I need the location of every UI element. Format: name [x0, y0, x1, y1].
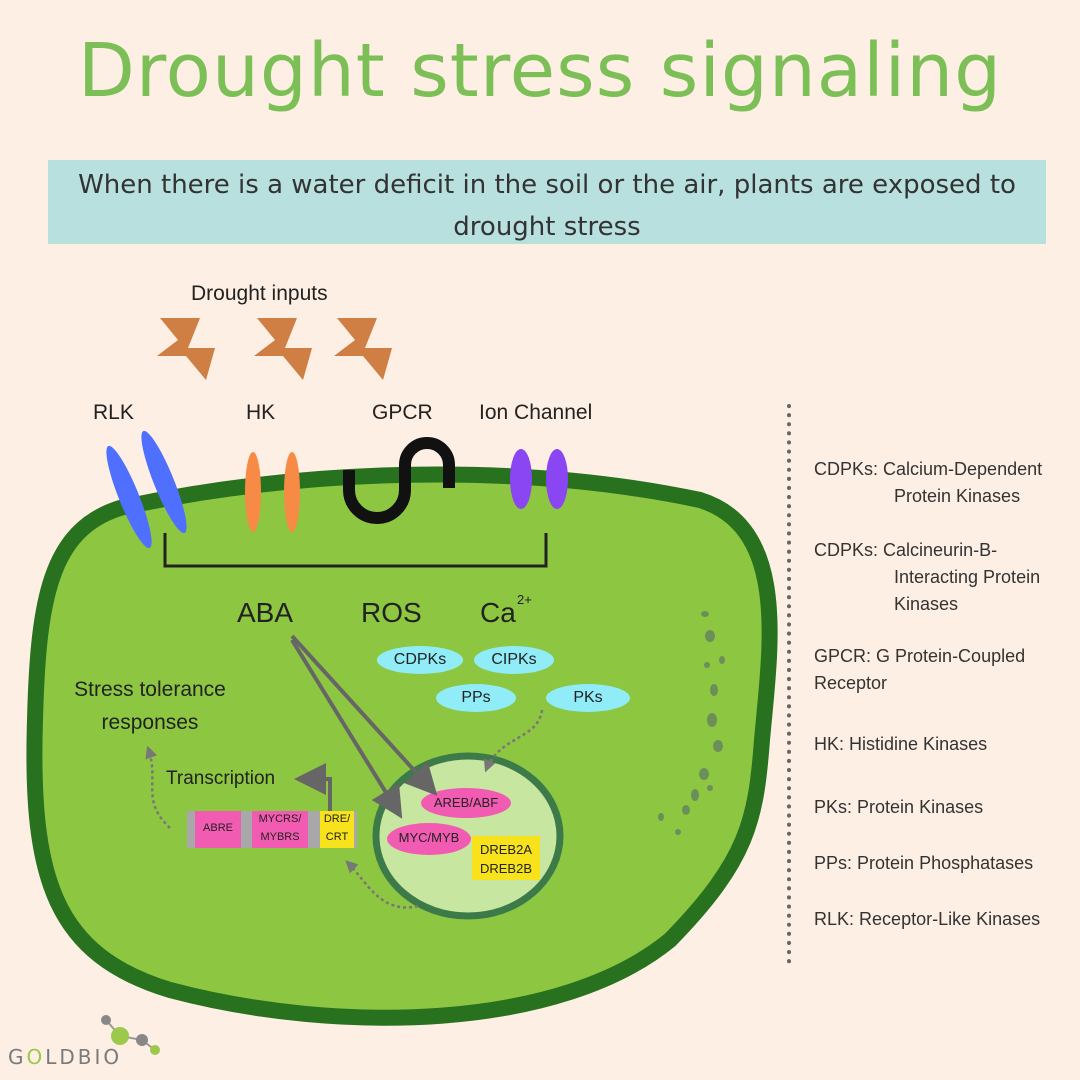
dreb2b-label: DREB2B: [479, 861, 533, 876]
legend-def: Interacting Protein: [894, 567, 1041, 587]
aba-arrow-1: [290, 634, 438, 796]
legend-item: GPCR: G Protein-Coupled Receptor: [814, 643, 1025, 697]
response-arrow: [145, 745, 171, 829]
nucleus-to-promoter-arrow: [345, 860, 419, 909]
myc-myb-label: MYC/MYB: [398, 830, 460, 845]
calcium-charge: 2+: [517, 592, 532, 607]
legend-def: Protein Kinases: [894, 486, 1021, 506]
legend-item: RLK: Receptor-Like Kinases: [814, 906, 1040, 933]
legend-abbr: PKs:: [814, 797, 853, 817]
hk-receptor: [245, 452, 300, 532]
dre-label-2: CRT: [325, 831, 349, 843]
legend-item: CDPKs: Calcium-Dependent Protein Kinases: [814, 456, 1042, 510]
legend-def: Protein Phosphatases: [857, 853, 1034, 873]
mycrs-label-1: MYCRS/: [258, 813, 302, 825]
transcription-arrow: [294, 763, 332, 811]
legend-def: Calcineurin-B-: [883, 540, 998, 560]
logo-letters: LDBIO: [45, 1045, 123, 1069]
goldbio-logo: GOLDBIO: [8, 1045, 122, 1069]
dreb-box: [472, 836, 540, 880]
receptor-bracket: [163, 533, 548, 568]
mycrs-element: [252, 811, 308, 848]
stress-tolerance-label-1: Stress tolerance: [74, 678, 226, 701]
pks-to-nucleus-arrow: [483, 709, 544, 773]
gpcr-label: GPCR: [372, 401, 433, 424]
cipks-label: CIPKs: [491, 651, 537, 668]
calcium-label: Ca: [480, 597, 516, 628]
lightning-bolt-icon: [334, 318, 392, 380]
rlk-receptor: [106, 430, 187, 549]
abre-element: [195, 811, 241, 848]
legend-def: Kinases: [894, 594, 959, 614]
legend-def: G Protein-Coupled: [876, 646, 1026, 666]
drought-inputs-label: Drought inputs: [191, 282, 328, 305]
mycrs-label-2: MYBRS: [260, 831, 300, 843]
pks-label: PKs: [573, 689, 603, 706]
subtitle-banner: [48, 160, 1046, 244]
lightning-bolt-icon: [254, 318, 312, 380]
legend-def: Protein Kinases: [857, 797, 984, 817]
gpcr-receptor: [343, 437, 455, 524]
legend-item: CDPKs: Calcineurin-B- Interacting Protei…: [814, 537, 1040, 618]
ion-channel-receptor: [510, 449, 568, 509]
legend-def: Receptor: [814, 673, 888, 693]
myc-myb-pill: [387, 823, 471, 855]
page-title: Drought stress signaling: [77, 28, 1003, 114]
cdpks-pill: [377, 646, 463, 674]
legend-abbr: CDPKs:: [814, 540, 879, 560]
ion-channel-label: Ion Channel: [479, 401, 593, 424]
rlk-label: RLK: [93, 401, 134, 424]
dre-element: [320, 811, 354, 848]
aba-label: ABA: [237, 597, 294, 628]
legend-item: PPs: Protein Phosphatases: [814, 850, 1033, 877]
dre-label-1: DRE/: [323, 813, 351, 825]
legend-abbr: RLK:: [814, 909, 855, 929]
legend-item: HK: Histidine Kinases: [814, 731, 987, 758]
legend-def: Histidine Kinases: [849, 734, 988, 754]
pps-label: PPs: [461, 689, 491, 706]
dreb2a-label: DREB2A: [479, 842, 533, 857]
pks-pill: [546, 684, 630, 712]
pps-pill: [436, 684, 516, 712]
cipks-pill: [474, 646, 554, 674]
legend-item: PKs: Protein Kinases: [814, 794, 983, 821]
plant-cell: [26, 466, 778, 1026]
legend-abbr: CDPKs:: [814, 459, 879, 479]
vesicle-dots: [658, 611, 725, 835]
areb-abf-pill: [421, 788, 511, 818]
abre-label: ABRE: [203, 822, 233, 834]
areb-abf-label: AREB/ABF: [433, 795, 499, 810]
goldbio-molecule-icon: [101, 1015, 160, 1055]
logo-letter: O: [26, 1045, 46, 1069]
legend-def: Receptor-Like Kinases: [859, 909, 1041, 929]
legend-abbr: GPCR:: [814, 646, 872, 666]
ros-label: ROS: [361, 597, 422, 628]
logo-letter: G: [8, 1045, 27, 1069]
stress-tolerance-label-2: responses: [101, 711, 199, 734]
legend-abbr: HK:: [814, 734, 845, 754]
subtitle-text: When there is a water deficit in the soi…: [78, 170, 1016, 242]
hk-label: HK: [246, 401, 276, 424]
transcription-label: Transcription: [166, 768, 276, 789]
legend-def: Calcium-Dependent: [883, 459, 1043, 479]
lightning-bolt-icon: [157, 318, 215, 380]
cdpks-label: CDPKs: [393, 651, 447, 668]
aba-arrow-2: [290, 638, 403, 819]
legend-abbr: PPs:: [814, 853, 853, 873]
